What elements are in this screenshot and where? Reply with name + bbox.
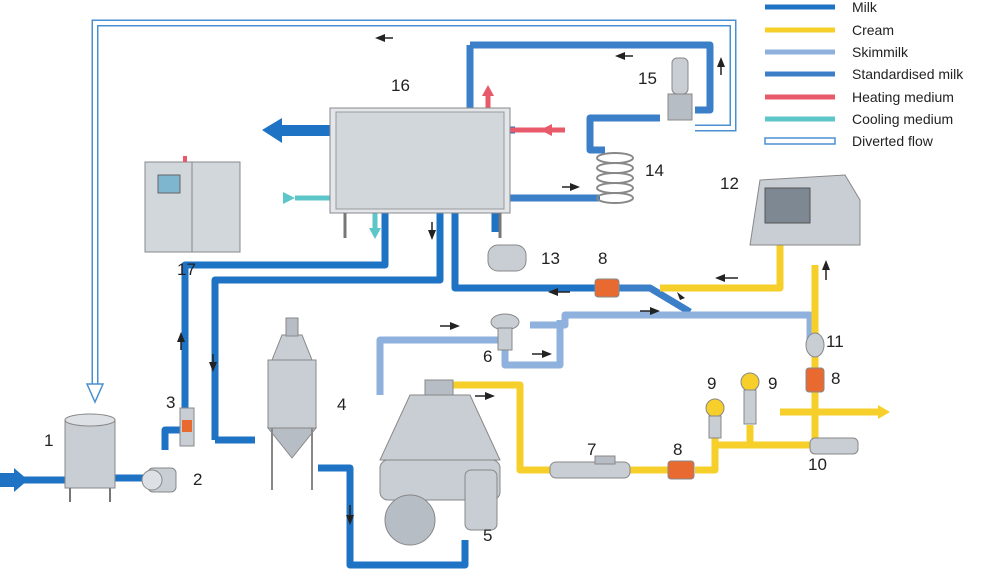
- check-valve: [805, 332, 825, 358]
- label-6: 6: [483, 347, 492, 366]
- label-8-std: 8: [598, 249, 607, 268]
- label-9a: 9: [707, 374, 716, 393]
- label-16: 16: [391, 76, 410, 95]
- control-valve-b: [740, 372, 760, 425]
- flow-transmitter-right: [805, 367, 825, 393]
- flow-arrow: [542, 350, 552, 358]
- label-8-right: 8: [831, 369, 840, 388]
- label-9b: 9: [768, 374, 777, 393]
- legend: Milk Cream Skimmilk Standardised milk He…: [764, 0, 964, 149]
- label-7: 7: [587, 440, 596, 459]
- cooling-arrow-in: [283, 192, 295, 204]
- cream-outlet-arrow: [878, 405, 890, 419]
- constant-pressure-valve: [490, 313, 520, 351]
- legend-label-diverted: Diverted flow: [852, 133, 934, 149]
- legend-label-standardised: Standardised milk: [852, 66, 964, 82]
- label-1: 1: [44, 431, 53, 450]
- diverted-arrow-head: [85, 383, 105, 404]
- heating-arrow-up: [482, 85, 494, 96]
- flow-arrow: [570, 183, 580, 191]
- skimmilk-pipes: [376, 311, 814, 395]
- legend-label-skimmilk: Skimmilk: [852, 44, 909, 60]
- cooling-arrow-out: [369, 228, 381, 239]
- holding-tank: [487, 244, 527, 272]
- flow-arrow: [677, 292, 685, 300]
- diversion-valve: [667, 57, 693, 121]
- flow-transmitter-std: [594, 278, 620, 298]
- milk-outlet-arrow: [262, 118, 330, 143]
- holding-tube-coil: [596, 152, 634, 204]
- label-10: 10: [808, 455, 827, 474]
- label-11: 11: [826, 332, 844, 351]
- legend-label-milk: Milk: [852, 0, 878, 15]
- legend-swatch-diverted: [764, 137, 836, 145]
- inline-analyser: [749, 174, 861, 246]
- control-valve-a: [705, 398, 725, 439]
- milk-inlet-arrow: [0, 468, 28, 492]
- label-5: 5: [483, 526, 492, 545]
- separator: [379, 379, 501, 546]
- cream-heater: [549, 455, 631, 479]
- deaerator-vessel: [266, 317, 318, 490]
- label-12: 12: [720, 174, 739, 193]
- label-13: 13: [541, 249, 560, 268]
- flow-arrow: [615, 52, 625, 60]
- legend-label-heating: Heating medium: [852, 89, 954, 105]
- flow-arrow: [485, 392, 495, 400]
- component-numbers: 1 2 3 4 5 6 7 8 8 8 9 9 10 11 12 13 14 1…: [44, 69, 844, 545]
- flow-controller: [179, 407, 195, 447]
- label-4: 4: [337, 395, 346, 414]
- flow-arrow: [428, 230, 436, 240]
- label-8-cream: 8: [673, 440, 682, 459]
- flow-arrow: [450, 322, 460, 330]
- balance-tank: [64, 413, 116, 502]
- feed-pump: [141, 467, 177, 493]
- flow-arrow: [650, 307, 660, 315]
- shut-off-valve: [809, 437, 859, 455]
- flow-arrow: [209, 362, 217, 372]
- flow-arrow: [346, 515, 354, 525]
- flow-arrow: [822, 260, 830, 270]
- flow-arrow: [177, 332, 185, 342]
- flow-arrow: [375, 34, 385, 42]
- cream-pipes: [440, 245, 880, 474]
- legend-label-cooling: Cooling medium: [852, 111, 953, 127]
- heating-arrow-in: [540, 124, 552, 136]
- diverted-flow-pipe: [85, 19, 737, 404]
- flow-direction-arrows: [177, 34, 830, 525]
- label-14: 14: [645, 161, 664, 180]
- plate-heat-exchanger: [329, 107, 511, 238]
- control-panel: [144, 156, 241, 253]
- flow-transmitter-cream: [667, 460, 695, 480]
- flow-arrow: [715, 274, 725, 282]
- label-3: 3: [166, 393, 175, 412]
- label-2: 2: [193, 470, 202, 489]
- label-15: 15: [638, 69, 657, 88]
- legend-label-cream: Cream: [852, 22, 894, 38]
- flow-arrow: [548, 288, 558, 296]
- flow-arrow: [717, 57, 725, 67]
- label-17: 17: [177, 260, 196, 279]
